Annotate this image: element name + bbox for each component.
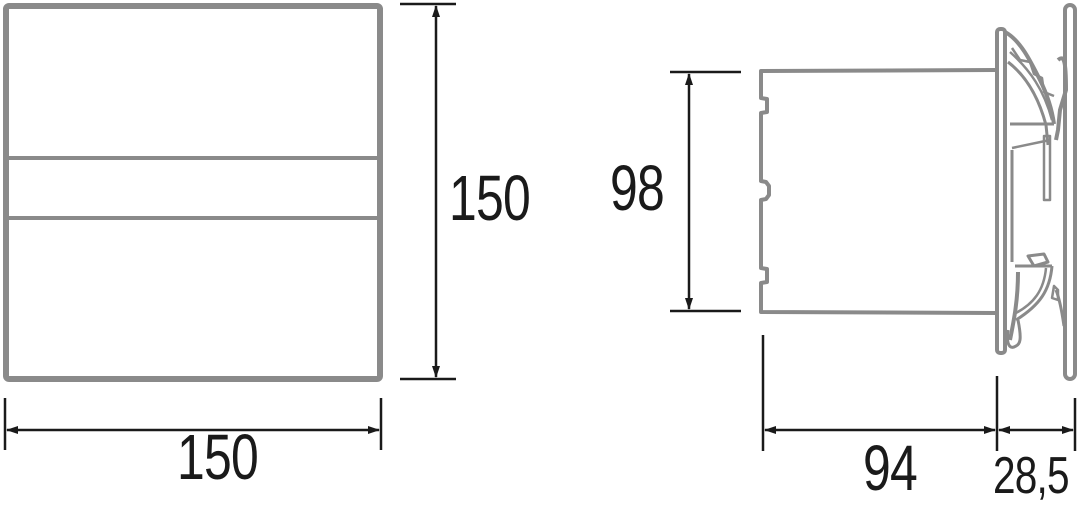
flange-depth-label: 28,5 bbox=[993, 447, 1070, 505]
front-cover-plate bbox=[1063, 3, 1077, 381]
dim-front-width bbox=[3, 398, 383, 450]
side-height-label: 98 bbox=[610, 152, 665, 224]
front-panel-outline bbox=[3, 3, 383, 382]
dim-side-height bbox=[670, 70, 741, 313]
front-width-label: 150 bbox=[177, 421, 259, 493]
side-view bbox=[759, 3, 1077, 381]
upper-fan-arc bbox=[1003, 30, 1056, 125]
dim-side-depth bbox=[761, 335, 999, 451]
front-view bbox=[3, 3, 383, 382]
dim-front-height bbox=[400, 2, 456, 381]
dim-flange-depth bbox=[998, 398, 1077, 451]
side-depth-label: 94 bbox=[863, 432, 918, 504]
front-height-label: 150 bbox=[449, 162, 531, 234]
mounting-flange bbox=[995, 27, 1007, 355]
duct-body-outline bbox=[759, 68, 997, 315]
